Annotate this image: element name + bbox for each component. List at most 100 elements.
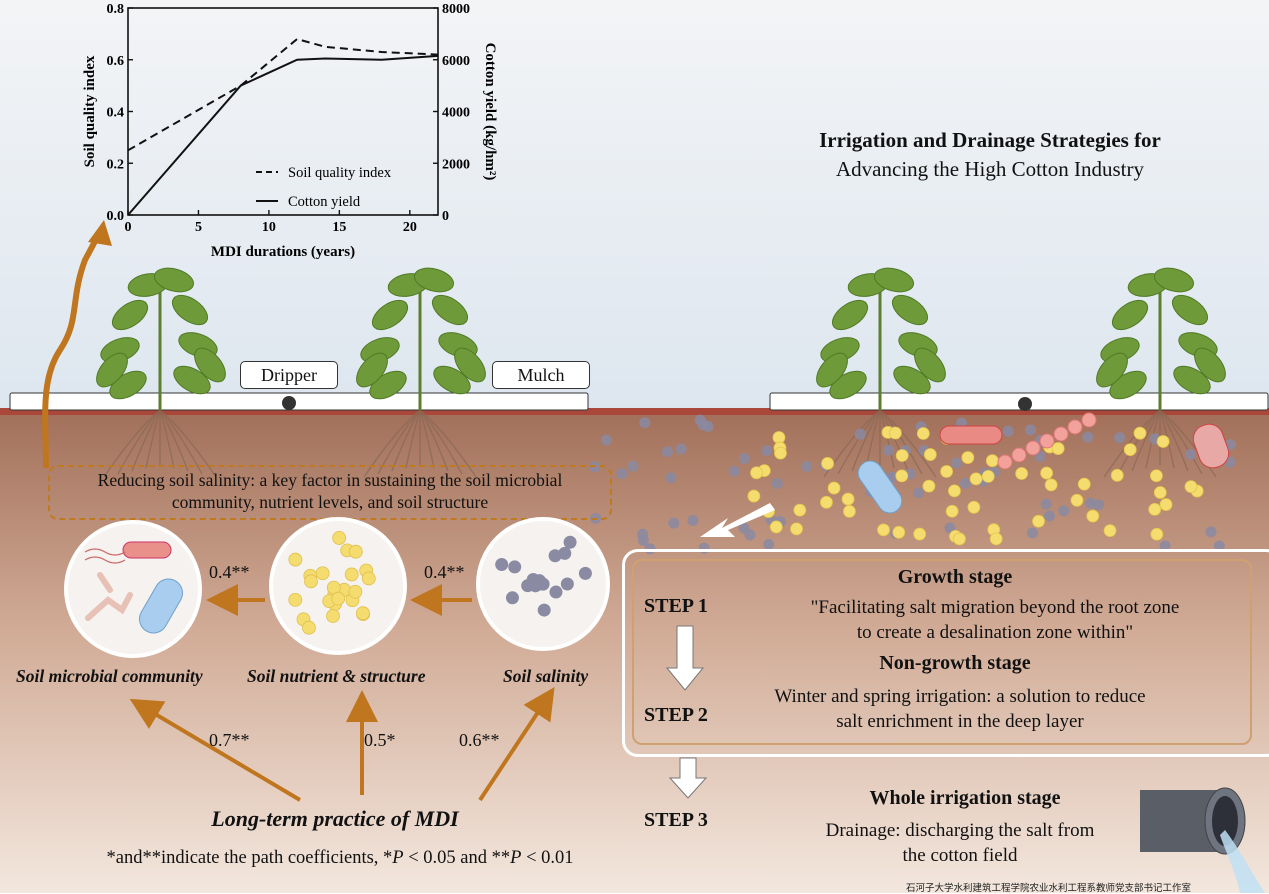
salt-particle [1026,527,1038,539]
salt-particle [665,472,677,484]
nongrowth-text-line2: salt enrichment in the deep layer [836,711,1084,732]
salt-particle [801,460,813,472]
step3-label: STEP 3 [644,809,708,831]
soil-microbe-chain [1025,440,1041,456]
x-axis-label: MDI durations (years) [211,244,355,260]
plant-leaf [173,365,211,395]
step2-label: STEP 2 [644,704,708,726]
credit-text: 石河子大学水利建筑工程学院农业水利工程系教师党支部书记工作室 [906,884,1192,894]
y2-tick-label: 6000 [442,54,470,69]
y2-tick-label: 0 [442,209,449,224]
salt-particle [1040,498,1052,510]
nutrient-circle-particle [344,567,359,582]
nutrient-particle [1015,467,1029,480]
salt-particle [668,517,680,529]
y-tick-label: 0.0 [107,209,125,224]
salt-particle [913,487,925,499]
whole-stage-heading: Whole irrigation stage [869,787,1061,809]
salt-particle [854,428,866,440]
plant-leaf [454,347,486,383]
nutrient-particle [1044,478,1058,492]
coef-nutrient-to-microbial: 0.4** [209,562,250,582]
plant-leaf [1173,365,1211,395]
nutrient-circle-particle [302,620,316,635]
salinity-circle-particle [537,603,551,617]
plant-leaf [831,299,869,331]
coef-mdi-to-nutrient: 0.5* [364,730,396,750]
nutrient-particle [827,481,841,495]
nutrient-particle [888,426,902,440]
step-down-arrow-1 [665,625,705,691]
dripper-label: Dripper [240,361,338,389]
salt-particle [687,514,699,526]
salt-particle [637,534,649,546]
nutrient-particle [1123,443,1137,457]
nutrient-particle [1032,514,1045,528]
salt-particle [1024,424,1036,436]
plant-leaf [914,347,946,383]
salt-particle [951,457,963,469]
cotton-plant [356,267,486,478]
soil-microbe-rod [939,425,1003,445]
nutrient-particle [1159,498,1173,511]
plant-leaf [873,267,915,293]
salinity-circle-particle [549,585,563,599]
salt-particle [1044,510,1056,522]
nutrient-particle [940,465,953,478]
label-soil-nutrient-structure: Soil nutrient & structure [247,666,426,686]
nongrowth-stage-text: Winter and spring irrigation: a solution… [720,684,1200,734]
step1-label: STEP 1 [644,595,708,617]
series-line-1 [127,37,439,152]
salt-particle [771,477,783,489]
nutrient-particle [895,469,909,483]
growth-text-line2: to create a desalination zone within" [856,622,1134,643]
nutrient-circle-particle [331,591,346,606]
y2-tick-label: 8000 [442,2,470,17]
coef-mdi-to-microbial: 0.7** [209,730,250,750]
nutrient-particle [922,479,936,493]
salt-particle [1159,540,1171,552]
x-tick-label: 0 [125,220,132,235]
footnote-part1: *and**indicate the path coefficients, * [106,848,393,868]
salinity-circle-particle [505,591,519,605]
nutrient-circle-particle [315,566,330,581]
nutrient-particle [967,500,981,514]
y-tick-label: 0.8 [107,2,125,17]
nutrient-particle [793,503,807,517]
salt-particle [738,522,750,534]
x-tick-label: 20 [403,220,417,235]
nutrient-particle [913,527,927,541]
white-arrow-to-panel [700,503,775,537]
growth-stage-heading: Growth stage [897,566,1013,588]
plant-leaf [153,267,195,293]
y-tick-label: 0.4 [107,106,125,121]
legend-label-2: Cotton yield [288,194,361,210]
main-title-line1: Irrigation and Drainage Strategies for [819,128,1161,152]
drain-pipe-icon [1140,787,1265,893]
nongrowth-text-line1: Winter and spring irrigation: a solution… [774,686,1146,707]
nutrient-particle [1086,509,1100,523]
plant-leaf [111,299,149,331]
nutrient-particle [1077,477,1091,491]
nutrient-particle [820,495,833,509]
dripper-right [1018,397,1032,411]
legend-label-1: Soil quality index [288,165,392,181]
nutrient-circle-particle [361,571,376,586]
plant-leaf [1153,267,1195,293]
big-orange-arrow [42,230,103,469]
footnote: *and**indicate the path coefficients, *P… [30,848,650,869]
footnote-p2: P [510,848,522,868]
mdi-practice-label: Long-term practice of MDI [211,806,459,831]
salinity-circle-particle [563,535,577,549]
salinity-circle-particle [560,577,574,591]
nutrient-particle [1149,469,1163,483]
nutrient-circle-particle [288,593,303,607]
plant-leaf [356,352,388,388]
nutrient-particle [1110,468,1124,482]
salinity-circle-particle [508,560,522,574]
coef-mdi-to-salinity: 0.6** [459,730,500,750]
footnote-p1: P [392,848,404,868]
x-tick-label: 10 [262,220,276,235]
plant-leaf [1111,299,1149,331]
plant-leaf [194,347,226,383]
